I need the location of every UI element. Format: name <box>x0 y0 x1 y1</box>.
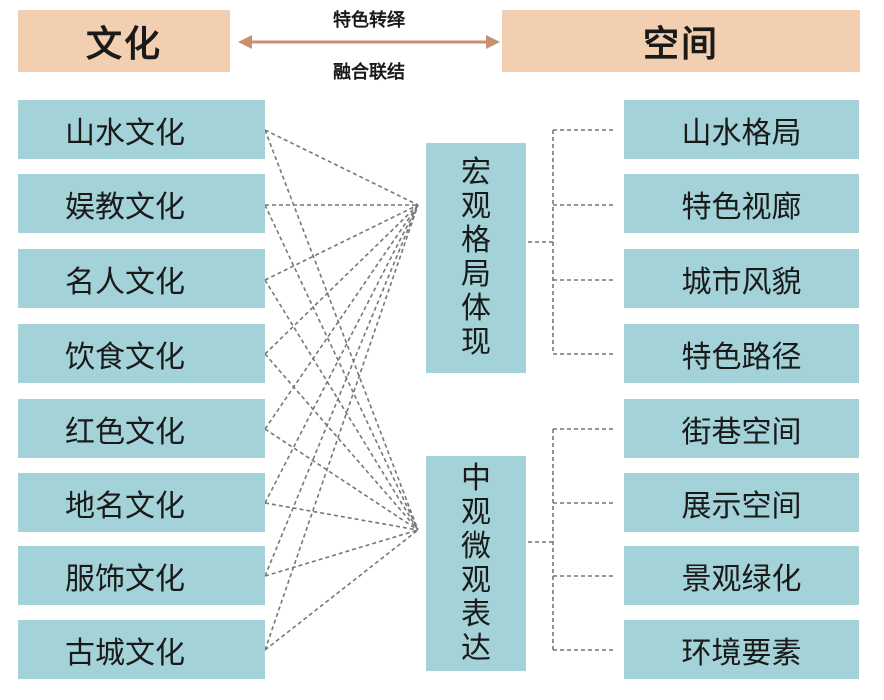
space-item-huanjing-yaosu: 环境要素 <box>624 620 859 679</box>
macro-pattern-box: 宏观格局体现 <box>426 143 526 373</box>
link-to-micro-3 <box>264 353 419 531</box>
link-to-macro-4 <box>264 204 419 430</box>
space-item-tese-shilang: 特色视廊 <box>624 174 859 233</box>
culture-item-diming: 地名文化 <box>18 473 265 532</box>
link-to-micro-7 <box>264 529 419 651</box>
link-to-micro-5 <box>264 502 419 531</box>
link-to-macro-5 <box>264 204 419 504</box>
macro-label-char: 格 <box>461 223 491 258</box>
arrow-bottom-label: 融合联结 <box>333 62 405 83</box>
link-to-macro-0 <box>264 129 419 206</box>
micro-label-char: 达 <box>461 630 491 666</box>
space-item-tese-lujing: 特色路径 <box>624 324 859 383</box>
space-item-shanshui-geju: 山水格局 <box>624 100 859 159</box>
macro-label-char: 现 <box>461 325 491 360</box>
link-to-micro-1 <box>264 204 419 531</box>
link-to-micro-0 <box>264 129 419 531</box>
link-to-macro-2 <box>264 204 419 281</box>
culture-header: 文化 <box>18 10 230 72</box>
space-item-jiexiang-kongjian: 街巷空间 <box>624 399 859 458</box>
macro-label-char: 体 <box>461 291 491 326</box>
link-to-macro-7 <box>264 204 419 651</box>
micro-label-char: 中 <box>461 460 491 496</box>
culture-item-mingren: 名人文化 <box>18 249 265 308</box>
space-item-zhanshi-kongjian: 展示空间 <box>624 473 859 532</box>
micro-label-char: 观 <box>461 494 491 530</box>
space-item-chengshi-fengmao: 城市风貌 <box>624 249 859 308</box>
micro-label-char: 微 <box>461 528 491 564</box>
micro-label-char: 表 <box>461 596 491 632</box>
double-arrow-icon <box>238 35 500 49</box>
macro-label-char: 宏 <box>461 155 491 190</box>
link-to-micro-6 <box>264 529 419 577</box>
culture-item-gucheng: 古城文化 <box>18 620 265 679</box>
culture-item-shanshui: 山水文化 <box>18 100 265 159</box>
macro-label-char: 观 <box>461 189 491 224</box>
culture-item-fushi: 服饰文化 <box>18 546 265 605</box>
culture-item-yujiao: 娱教文化 <box>18 174 265 233</box>
culture-item-yinshi: 饮食文化 <box>18 324 265 383</box>
culture-item-hongse: 红色文化 <box>18 399 265 458</box>
arrow-top-label: 特色转绎 <box>333 10 405 31</box>
macro-label-char: 局 <box>461 257 491 292</box>
micro-expression-box: 中观微观表达 <box>426 456 526 671</box>
space-item-jingguan-lvhua: 景观绿化 <box>624 546 859 605</box>
link-to-macro-6 <box>264 204 419 577</box>
link-to-micro-4 <box>264 428 419 531</box>
space-header: 空间 <box>502 10 860 72</box>
micro-label-char: 观 <box>461 562 491 598</box>
link-to-macro-3 <box>264 204 419 355</box>
